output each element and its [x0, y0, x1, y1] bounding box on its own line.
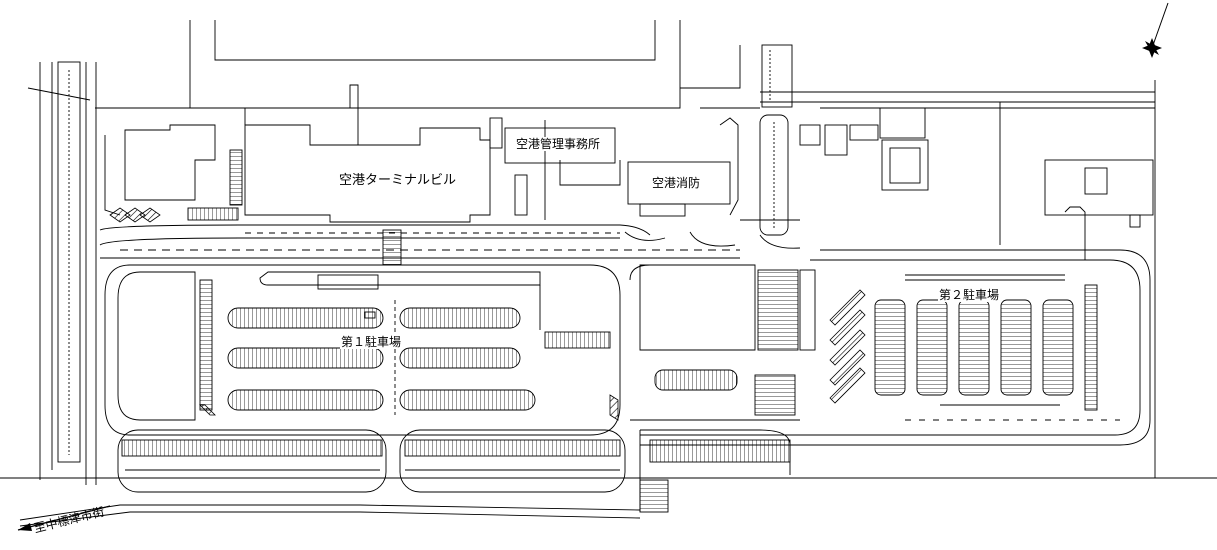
hatched-zones — [109, 207, 866, 421]
terminal-label: 空港ターミナルビル — [338, 173, 458, 188]
fire-station-building — [624, 117, 739, 247]
northeast-area — [760, 80, 1156, 478]
bottom-road — [0, 477, 1217, 527]
central-north-strip — [740, 44, 879, 249]
fire-station-label: 空港消防 — [651, 176, 702, 190]
admin-office-label: 空港管理事務所 — [515, 137, 602, 151]
parking-lot-2 — [640, 249, 1151, 446]
direction-arrow-icon — [17, 505, 111, 531]
parking-lot-1-lower — [117, 429, 626, 493]
parking-2-label: 第２駐車場 — [938, 288, 1001, 302]
left-access-road — [27, 61, 97, 485]
parking-lot-1 — [104, 264, 621, 436]
front-road — [99, 224, 740, 290]
north-arrow-icon — [1142, 2, 1169, 58]
building-west — [104, 124, 243, 221]
admin-building — [489, 117, 621, 220]
apron-outline — [95, 20, 760, 109]
central-parking-area — [629, 264, 816, 513]
terminal-building — [244, 84, 491, 223]
parking-1-label: 第１駐車場 — [340, 335, 403, 349]
